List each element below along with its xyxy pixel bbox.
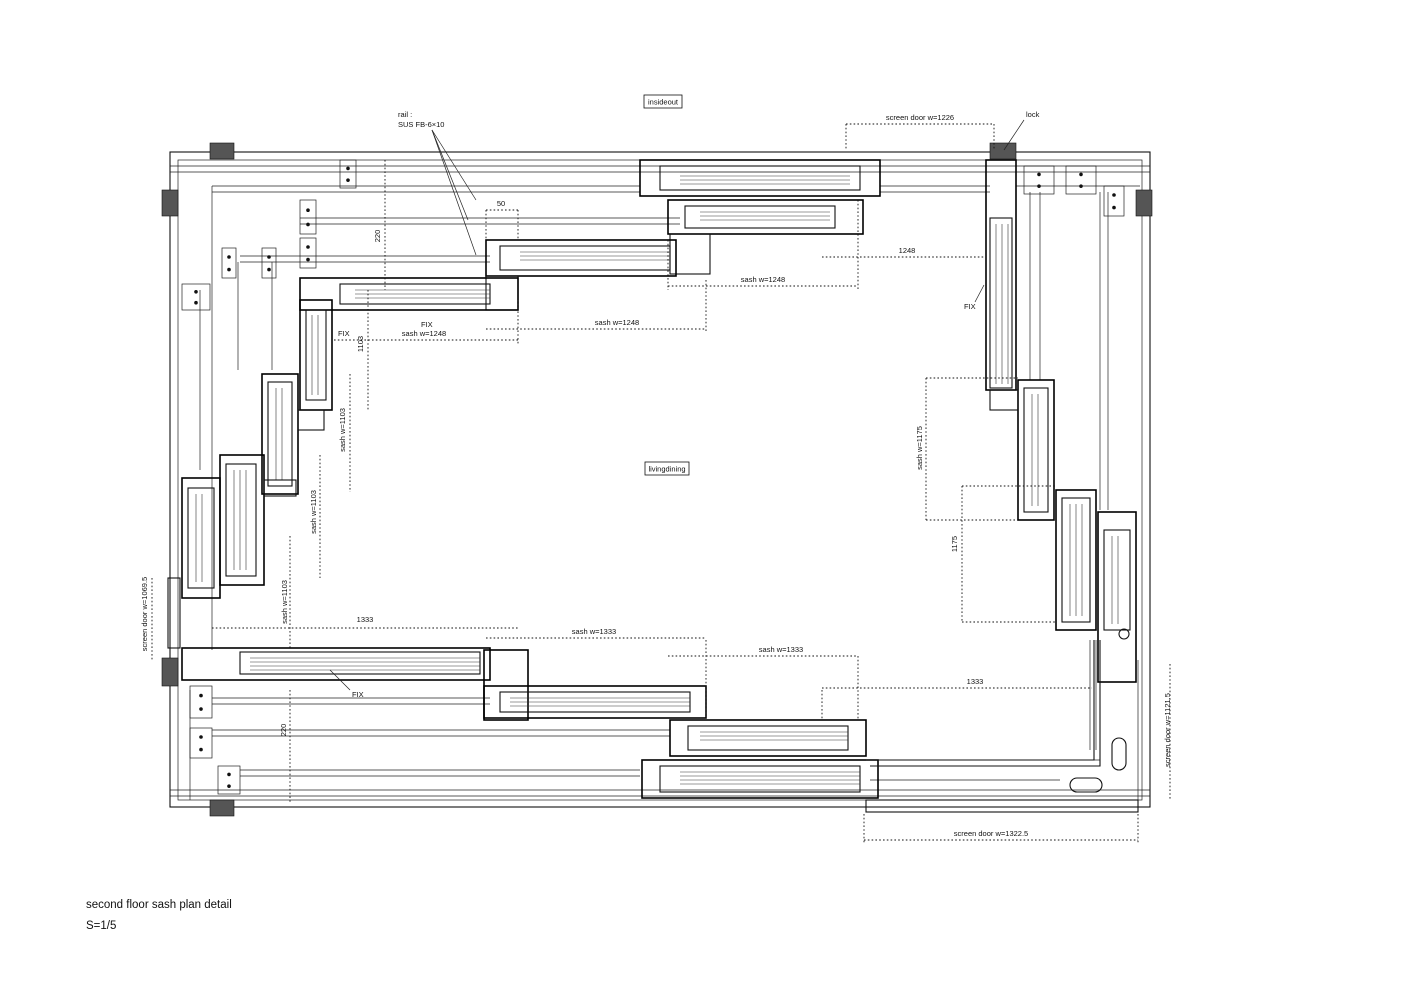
dim-screen-door-bottom: screen door w=1322.5 [954, 829, 1028, 838]
screw-icon [199, 693, 203, 698]
dim-1175: 1175 [950, 536, 959, 552]
screw-icon [199, 747, 203, 752]
leader-lines [329, 119, 1025, 691]
dim-sash-1333-b: sash w=1333 [759, 645, 803, 654]
lock-label: lock [1026, 110, 1040, 119]
mounting-plate [189, 685, 213, 719]
corner-frame-bottom-right [865, 640, 1139, 813]
dim-sash-1103-a: sash w=1103 [338, 408, 347, 452]
dim-sash-1175-a: sash w=1175 [915, 426, 924, 470]
screw-icon [227, 772, 231, 777]
mounting-plate [339, 159, 357, 189]
sash-bottom-3 [669, 719, 867, 757]
rail-label: rail : [398, 110, 412, 119]
screw-icon [227, 255, 231, 259]
screw-icon [194, 290, 198, 294]
room-tags: insideout livingdining [643, 94, 690, 476]
screw-icon [1112, 193, 1116, 197]
dim-1333-right: 1333 [967, 677, 984, 686]
dim-sash-1248-left: sash w=1248 [402, 329, 446, 338]
screw-icon [267, 267, 271, 272]
sash-top-3 [485, 239, 677, 311]
fix-label-left: FIX [338, 329, 350, 338]
room-inside-label: livingdining [648, 465, 685, 474]
screw-icon [1037, 172, 1041, 177]
screw-icon [346, 166, 350, 171]
dim-screen-door-right: screen door w=1121.5 [1163, 693, 1172, 767]
dim-sash-1103-b: sash w=1103 [309, 490, 318, 534]
screw-icon [306, 245, 310, 249]
drawing-title: second floor sash plan detail [86, 899, 232, 911]
mounting-plate [1103, 185, 1125, 217]
right-rails [1029, 192, 1139, 800]
screw-icon [227, 267, 231, 272]
mounting-plate [221, 247, 237, 279]
sash-left-2 [261, 373, 325, 495]
screw-icon [199, 707, 203, 711]
screw-icon [199, 735, 203, 739]
sash-right-3 [1055, 489, 1097, 631]
dim-220-top: 220 [373, 230, 382, 243]
dim-1333-left: 1333 [357, 615, 374, 624]
rail-spec-label: SUS FB-6×10 [398, 120, 444, 129]
screw-icon [346, 178, 350, 182]
sash-top-4 [299, 277, 519, 311]
mounting-plate [189, 727, 213, 759]
sash-right-4 [1097, 511, 1137, 683]
fix-label-bottom: FIX [352, 690, 364, 699]
dim-50: 50 [497, 199, 505, 208]
sash-bottom-4 [641, 759, 879, 799]
dim-screen-door-top: screen door w=1226 [886, 113, 954, 122]
mounting-plate [181, 283, 211, 311]
mounting-plate [261, 247, 277, 279]
dim-1248-top: 1248 [899, 246, 916, 255]
sash-left-4 [167, 477, 221, 649]
sash-bottom-1 [181, 647, 491, 681]
dim-sash-1103-c: sash w=1103 [280, 580, 289, 624]
sash-top-1 [639, 159, 881, 197]
annotation-labels: rail : SUS FB-6×10 lock FIX FIX FIX FIX [338, 110, 1040, 699]
screw-icon [1079, 184, 1083, 188]
screw-icon [194, 300, 198, 305]
mounting-plate [217, 765, 241, 795]
dim-sash-1248-right: sash w=1248 [741, 275, 785, 284]
screw-icon [1079, 172, 1083, 177]
outer-frame [169, 151, 1151, 808]
mounting-plate [1023, 165, 1055, 195]
mounting-plate [1065, 165, 1097, 195]
top-rails [212, 185, 1140, 263]
dim-screen-door-left: screen door w=1069.5 [140, 577, 149, 651]
mounting-plate [299, 237, 317, 269]
room-outside-label: insideout [648, 98, 679, 107]
sash-right-2 [989, 379, 1055, 521]
sash-right-1 [985, 159, 1017, 391]
dim-sash-1248-center: sash w=1248 [595, 318, 639, 327]
sash-left-1 [299, 299, 333, 411]
dimension-labels: screen door w=1226 50 1248 sash w=1248 s… [140, 113, 1172, 838]
screw-icon [306, 208, 310, 212]
screw-icon [1037, 184, 1041, 188]
mounting-plates [181, 159, 1125, 795]
dim-sash-1333-a: sash w=1333 [572, 627, 616, 636]
screw-icon [227, 784, 231, 788]
drawing-scale: S=1/5 [86, 920, 117, 932]
sash-left-3 [219, 454, 297, 586]
sash-bottom-2 [483, 649, 707, 721]
screw-icon [306, 222, 310, 227]
screw-icon [306, 257, 310, 262]
fix-label-right: FIX [964, 302, 976, 311]
dimension-lines [151, 123, 1171, 844]
bottom-rails [212, 697, 1100, 781]
fix-label-top: FIX [421, 320, 433, 329]
dim-220-bottom: 220 [279, 724, 288, 737]
screw-icon [1112, 205, 1116, 210]
mounting-plate [299, 199, 317, 235]
screw-icon [267, 255, 271, 259]
sash-top-2 [667, 199, 864, 275]
dim-1103-vert: 1103 [356, 336, 365, 352]
corner-blocks [161, 142, 1153, 817]
